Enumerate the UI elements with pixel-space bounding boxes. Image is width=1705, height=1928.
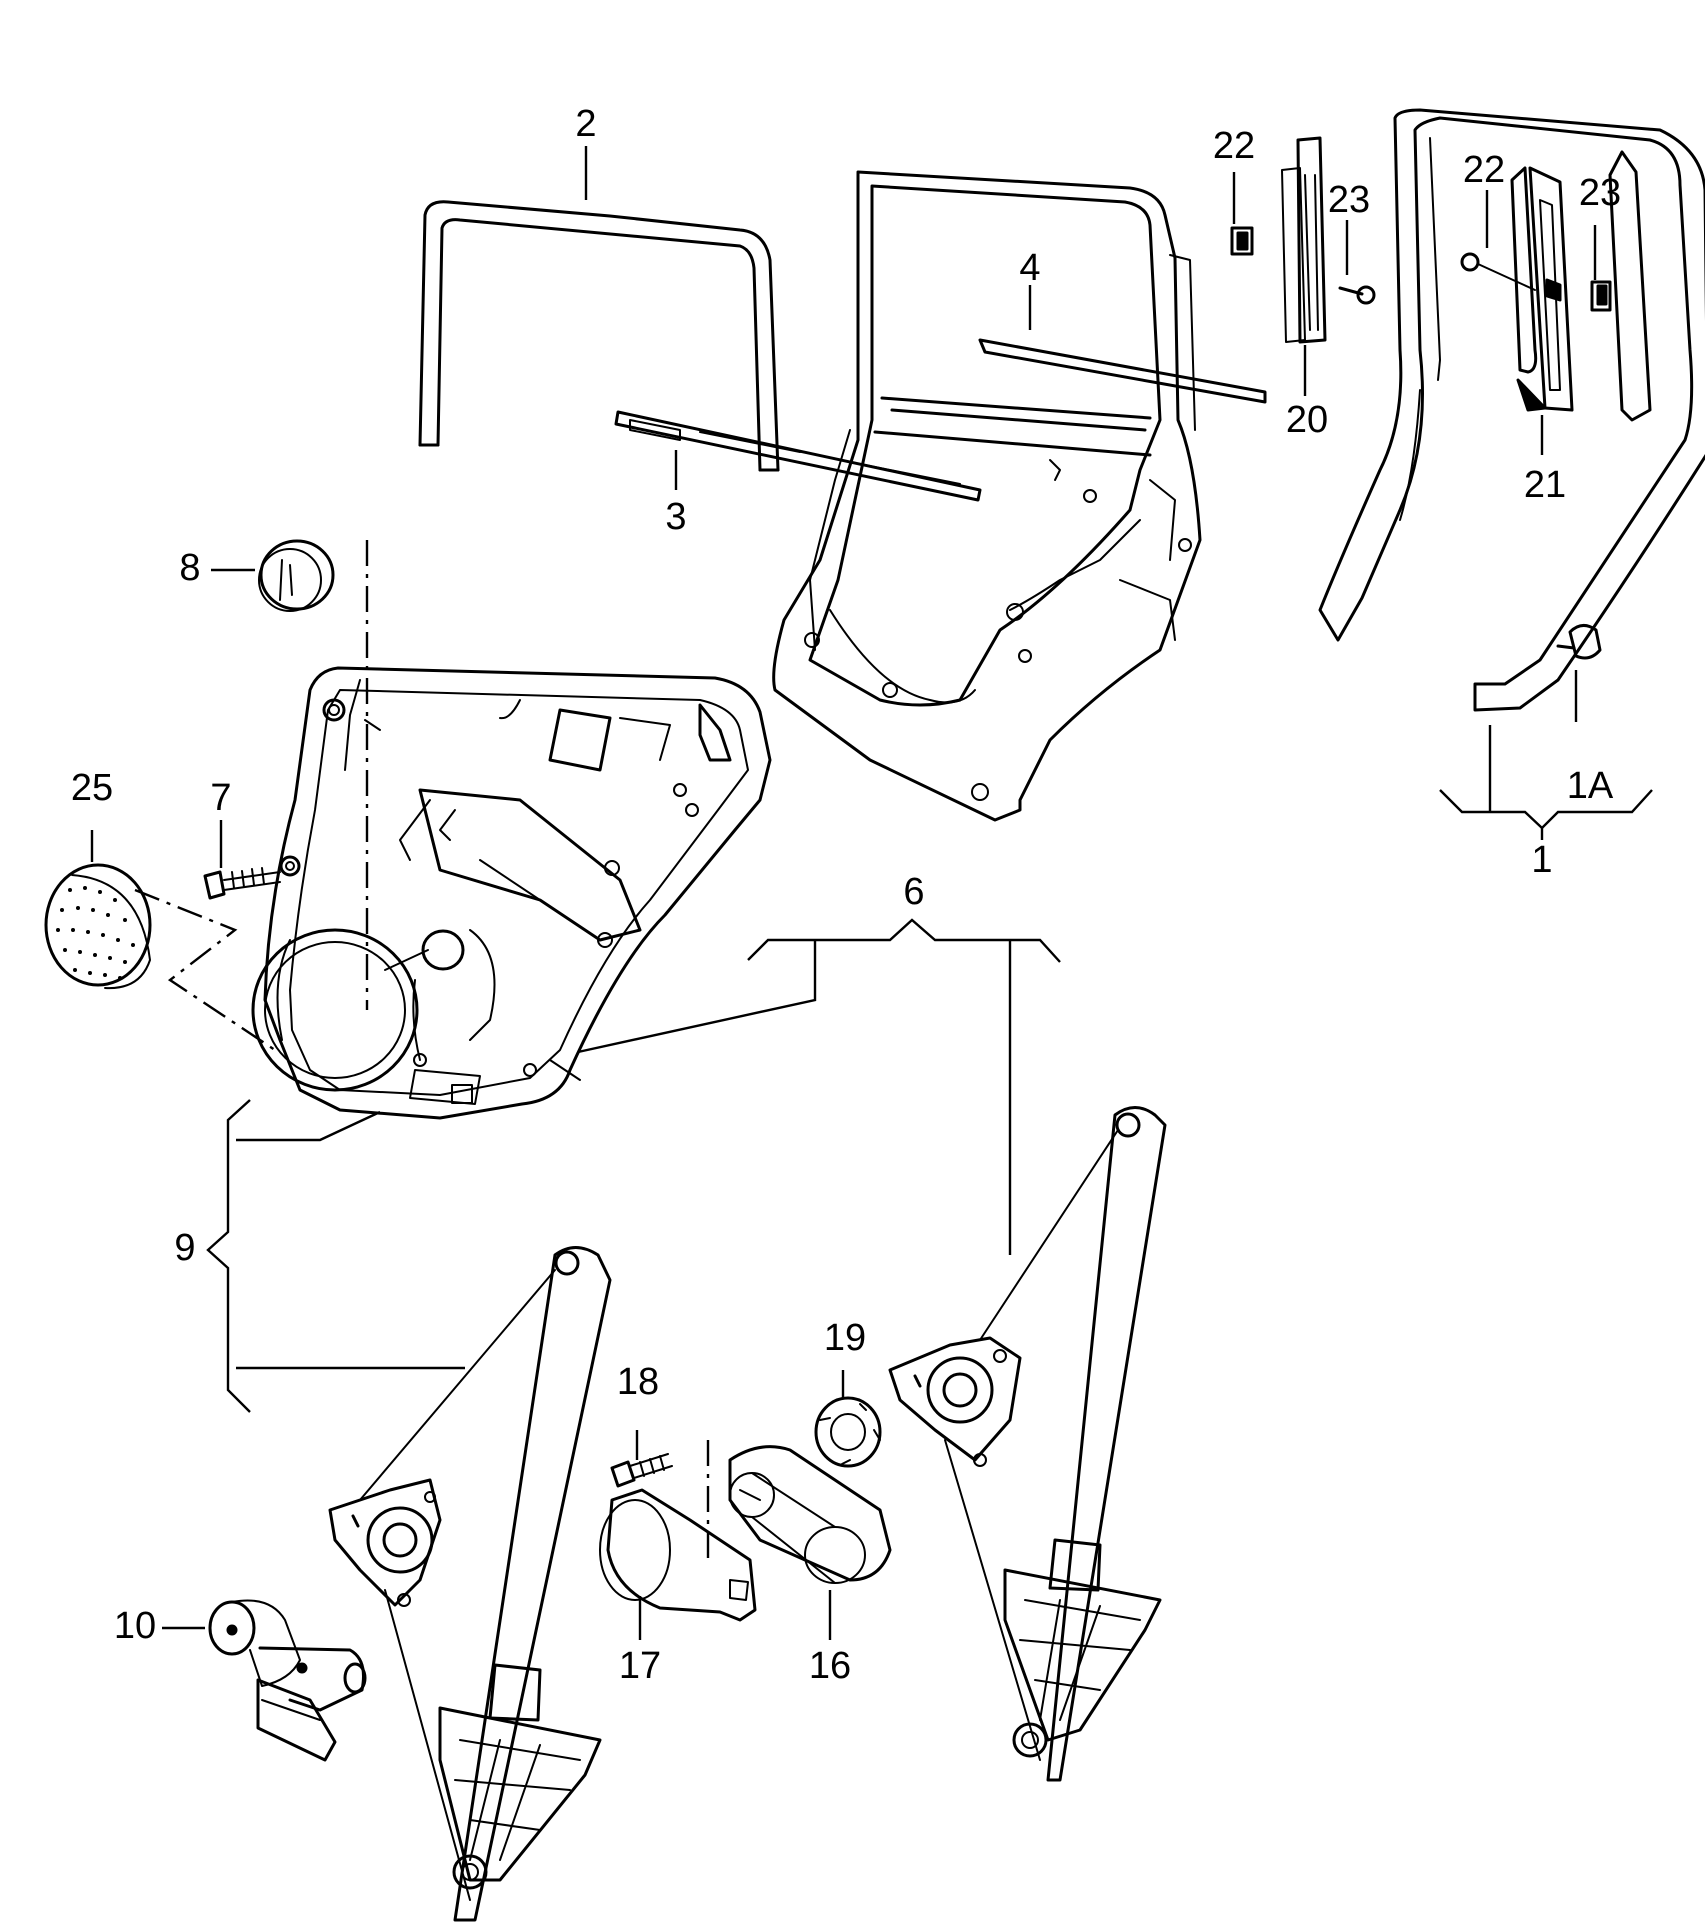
- screw-18: [610, 1453, 673, 1488]
- callout-6: 6: [903, 871, 924, 913]
- callout-8: 8: [179, 547, 200, 589]
- callout-19: 19: [824, 1317, 866, 1359]
- window-channel-seal: [418, 200, 780, 472]
- window-motor: [208, 1599, 367, 1762]
- grommet-cap: [258, 539, 335, 612]
- screw-23-left: [1338, 285, 1376, 305]
- door-module-carrier: [251, 666, 772, 1120]
- callout-22-left: 22: [1213, 125, 1255, 167]
- callout-22-right: 22: [1463, 149, 1505, 191]
- callout-23-right: 23: [1579, 172, 1621, 214]
- callout-4: 4: [1019, 247, 1040, 289]
- callout-20: 20: [1286, 399, 1328, 441]
- clip-23-right: [1590, 280, 1612, 312]
- callout-10: 10: [114, 1605, 156, 1647]
- callout-17: 17: [619, 1645, 661, 1687]
- leader-lines: [90, 146, 1653, 1640]
- window-glass-frame: [1318, 108, 1705, 712]
- gear-19: [814, 1396, 882, 1468]
- speaker-cover-perforations: [56, 886, 135, 980]
- callout-16: 16: [809, 1645, 851, 1687]
- window-regulator-right: [888, 1106, 1167, 1782]
- callout-21: 21: [1524, 464, 1566, 506]
- alignment-line-speaker: [134, 888, 276, 1051]
- callout-9: 9: [174, 1227, 195, 1269]
- gear-cover: [599, 1488, 757, 1622]
- clip-1a: [1556, 624, 1602, 660]
- callout-2: 2: [575, 103, 596, 145]
- callout-23-left: 23: [1328, 179, 1370, 221]
- screw-7: [203, 867, 281, 900]
- callout-3: 3: [665, 496, 686, 538]
- rear-window-guide: [1516, 166, 1574, 412]
- window-regulator-left: [328, 1246, 612, 1922]
- drive-plate: [728, 1445, 892, 1584]
- callout-18: 18: [617, 1361, 659, 1403]
- clip-22-left: [1230, 226, 1254, 256]
- screw-22-right: [1460, 252, 1536, 291]
- door-shell: [772, 170, 1202, 822]
- callout-labels: 2 3 4 22 23 20 22 23 21 1A 1 8 25 7 6 9 …: [71, 103, 1621, 1687]
- window-sill-strip: [614, 410, 982, 502]
- callout-7: 7: [210, 777, 231, 819]
- callout-25: 25: [71, 767, 113, 809]
- callout-1: 1: [1531, 839, 1552, 881]
- callout-1a: 1A: [1567, 765, 1614, 807]
- speaker-cover: [44, 863, 152, 990]
- outer-window-strip: [978, 338, 1267, 404]
- window-guide-rail-front: [1281, 136, 1327, 344]
